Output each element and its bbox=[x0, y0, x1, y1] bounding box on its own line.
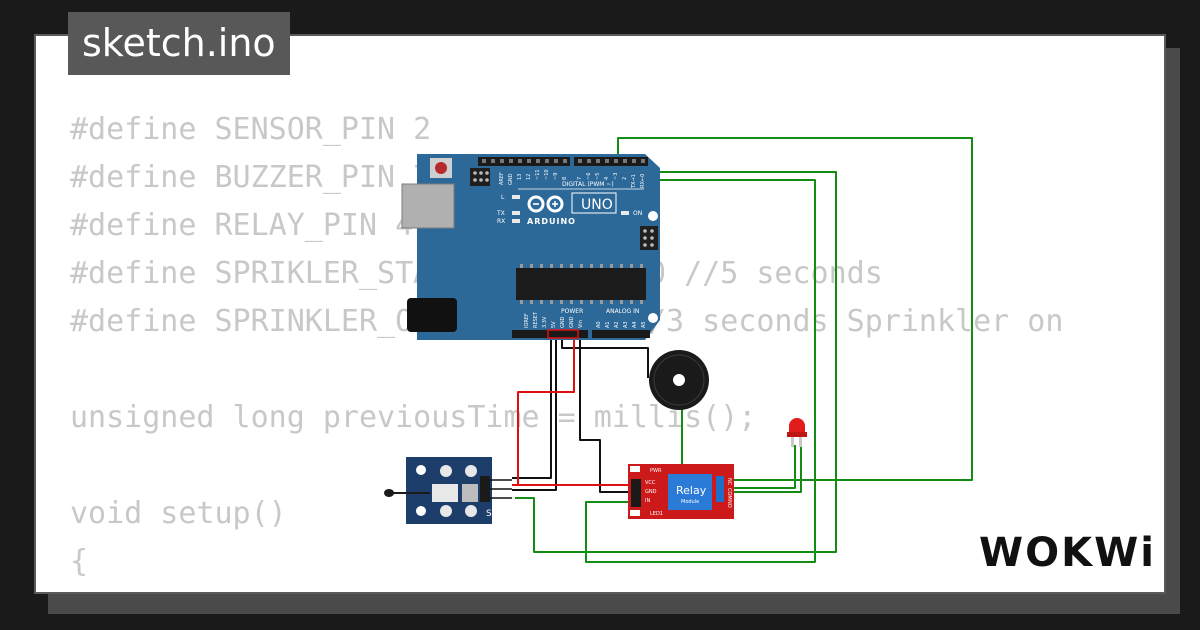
pin-label: ~10 bbox=[544, 169, 550, 180]
wire-green-pin4[interactable] bbox=[617, 137, 973, 481]
power-pin-label: Vin bbox=[578, 320, 584, 328]
power-pin-label: GND bbox=[569, 316, 575, 328]
pin-label: ~5 bbox=[595, 173, 601, 180]
pin-label: 4 bbox=[604, 177, 610, 180]
analog-label: ANALOG IN bbox=[606, 308, 639, 315]
reset-button-cap[interactable] bbox=[435, 162, 447, 174]
relay-module[interactable]: PWR LED1 VCC GND IN NC COM NO Relay Modu… bbox=[628, 464, 734, 519]
wokwi-logo-text: WOKWi bbox=[979, 530, 1156, 576]
led-l-label: L bbox=[501, 194, 505, 201]
pin-label: ~11 bbox=[535, 169, 541, 180]
power-label: POWER bbox=[561, 308, 583, 315]
arduino-logo-icon bbox=[527, 195, 564, 213]
relay-in-label: IN bbox=[645, 498, 650, 504]
buzzer[interactable] bbox=[649, 350, 709, 418]
sensor-pins bbox=[480, 476, 490, 502]
temperature-sensor-module[interactable]: S bbox=[384, 457, 492, 524]
relay-subtitle: Module bbox=[681, 499, 699, 505]
wire-black-gnd-buzzer[interactable] bbox=[561, 335, 649, 378]
relay-pins bbox=[631, 479, 641, 507]
analog-pin-label: A1 bbox=[605, 321, 611, 328]
wire-black-gnd-sensor[interactable] bbox=[512, 335, 552, 479]
model-label: UNO bbox=[581, 197, 613, 213]
power-pin-label: 3.3V bbox=[542, 316, 548, 328]
wokwi-logo: WOKWi bbox=[979, 530, 1156, 576]
power-jack bbox=[407, 298, 457, 332]
thermistor-bead bbox=[384, 489, 394, 497]
pin-label: ~3 bbox=[613, 173, 619, 180]
relay-terminal bbox=[716, 476, 724, 502]
relay-led-label: LED1 bbox=[650, 511, 663, 517]
label-gnd: GND bbox=[508, 173, 514, 185]
digital-label: DIGITAL (PWM ~) bbox=[562, 181, 614, 188]
led-tx bbox=[512, 211, 520, 215]
pin-label: 13 bbox=[517, 174, 523, 180]
led-on bbox=[621, 211, 629, 215]
relay-pwr-label: PWR bbox=[650, 468, 662, 474]
arduino-uno-board[interactable]: AREF GND 13 12 ~11 ~10 ~9 8 7 ~6 ~5 4 ~3… bbox=[401, 154, 660, 340]
wire-black-gnd-relay[interactable] bbox=[579, 335, 630, 493]
code-line: { bbox=[70, 544, 89, 579]
sensor-s-label: S bbox=[486, 509, 492, 519]
relay-block bbox=[668, 474, 712, 510]
pin-label: 12 bbox=[526, 174, 532, 180]
pin-label: ~6 bbox=[586, 173, 592, 180]
pin-label: RX←0 bbox=[640, 174, 646, 188]
relay-title: Relay bbox=[676, 484, 707, 497]
red-led[interactable] bbox=[787, 418, 807, 447]
relay-out-label: COM bbox=[726, 488, 732, 500]
pin-label: 2 bbox=[622, 177, 628, 180]
led-rx bbox=[512, 219, 520, 223]
wire-green-pin7[interactable] bbox=[585, 179, 816, 563]
relay-vcc-label: VCC bbox=[645, 480, 656, 486]
digital-header-2 bbox=[574, 157, 648, 166]
power-pin-label: IOREF bbox=[524, 313, 530, 328]
usb-port bbox=[401, 183, 455, 229]
code-line: void setup() bbox=[70, 496, 287, 531]
analog-pin-label: A0 bbox=[596, 321, 602, 328]
digital-header bbox=[478, 157, 570, 166]
file-tab[interactable]: sketch.ino bbox=[68, 12, 290, 75]
analog-pin-label: A5 bbox=[641, 321, 647, 328]
icsp-header-right bbox=[640, 226, 658, 250]
relay-out-label: NC bbox=[726, 478, 732, 486]
power-pin-label: RESET bbox=[533, 311, 539, 328]
power-header bbox=[512, 330, 588, 338]
wire-green-led[interactable] bbox=[733, 445, 796, 489]
pin-label: TX→1 bbox=[631, 174, 637, 189]
wires bbox=[512, 137, 973, 563]
led-l bbox=[512, 195, 520, 199]
relay-gnd-label: GND bbox=[645, 489, 657, 495]
wire-green-pin2[interactable] bbox=[515, 171, 837, 553]
relay-out-label: NO bbox=[726, 500, 732, 508]
label-aref: AREF bbox=[499, 172, 505, 185]
code-line: #define SENSOR_PIN 2 bbox=[70, 112, 432, 147]
code-line: unsigned long previousTime = millis(); bbox=[70, 400, 757, 435]
analog-header bbox=[592, 330, 650, 338]
wire-red-5v[interactable] bbox=[512, 335, 575, 486]
atmega-chip bbox=[516, 268, 646, 300]
wire-green-led-2[interactable] bbox=[733, 445, 802, 493]
led-rx-label: RX bbox=[497, 218, 505, 225]
led-tx-label: TX bbox=[496, 210, 505, 217]
power-pin-label: GND bbox=[560, 316, 566, 328]
icsp-header bbox=[470, 168, 490, 186]
brand-label: ARDUINO bbox=[527, 217, 576, 226]
pin-label: 8 bbox=[562, 177, 568, 180]
power-pin-label: 5V bbox=[551, 321, 557, 328]
pin-label: ~9 bbox=[553, 173, 559, 180]
pin-label: 7 bbox=[577, 177, 583, 180]
analog-pin-label: A2 bbox=[614, 321, 620, 328]
wire-black-gnd-sensor-2[interactable] bbox=[512, 335, 557, 491]
analog-pin-label: A4 bbox=[632, 321, 638, 328]
analog-pin-label: A3 bbox=[623, 321, 629, 328]
led-on-label: ON bbox=[633, 210, 642, 217]
